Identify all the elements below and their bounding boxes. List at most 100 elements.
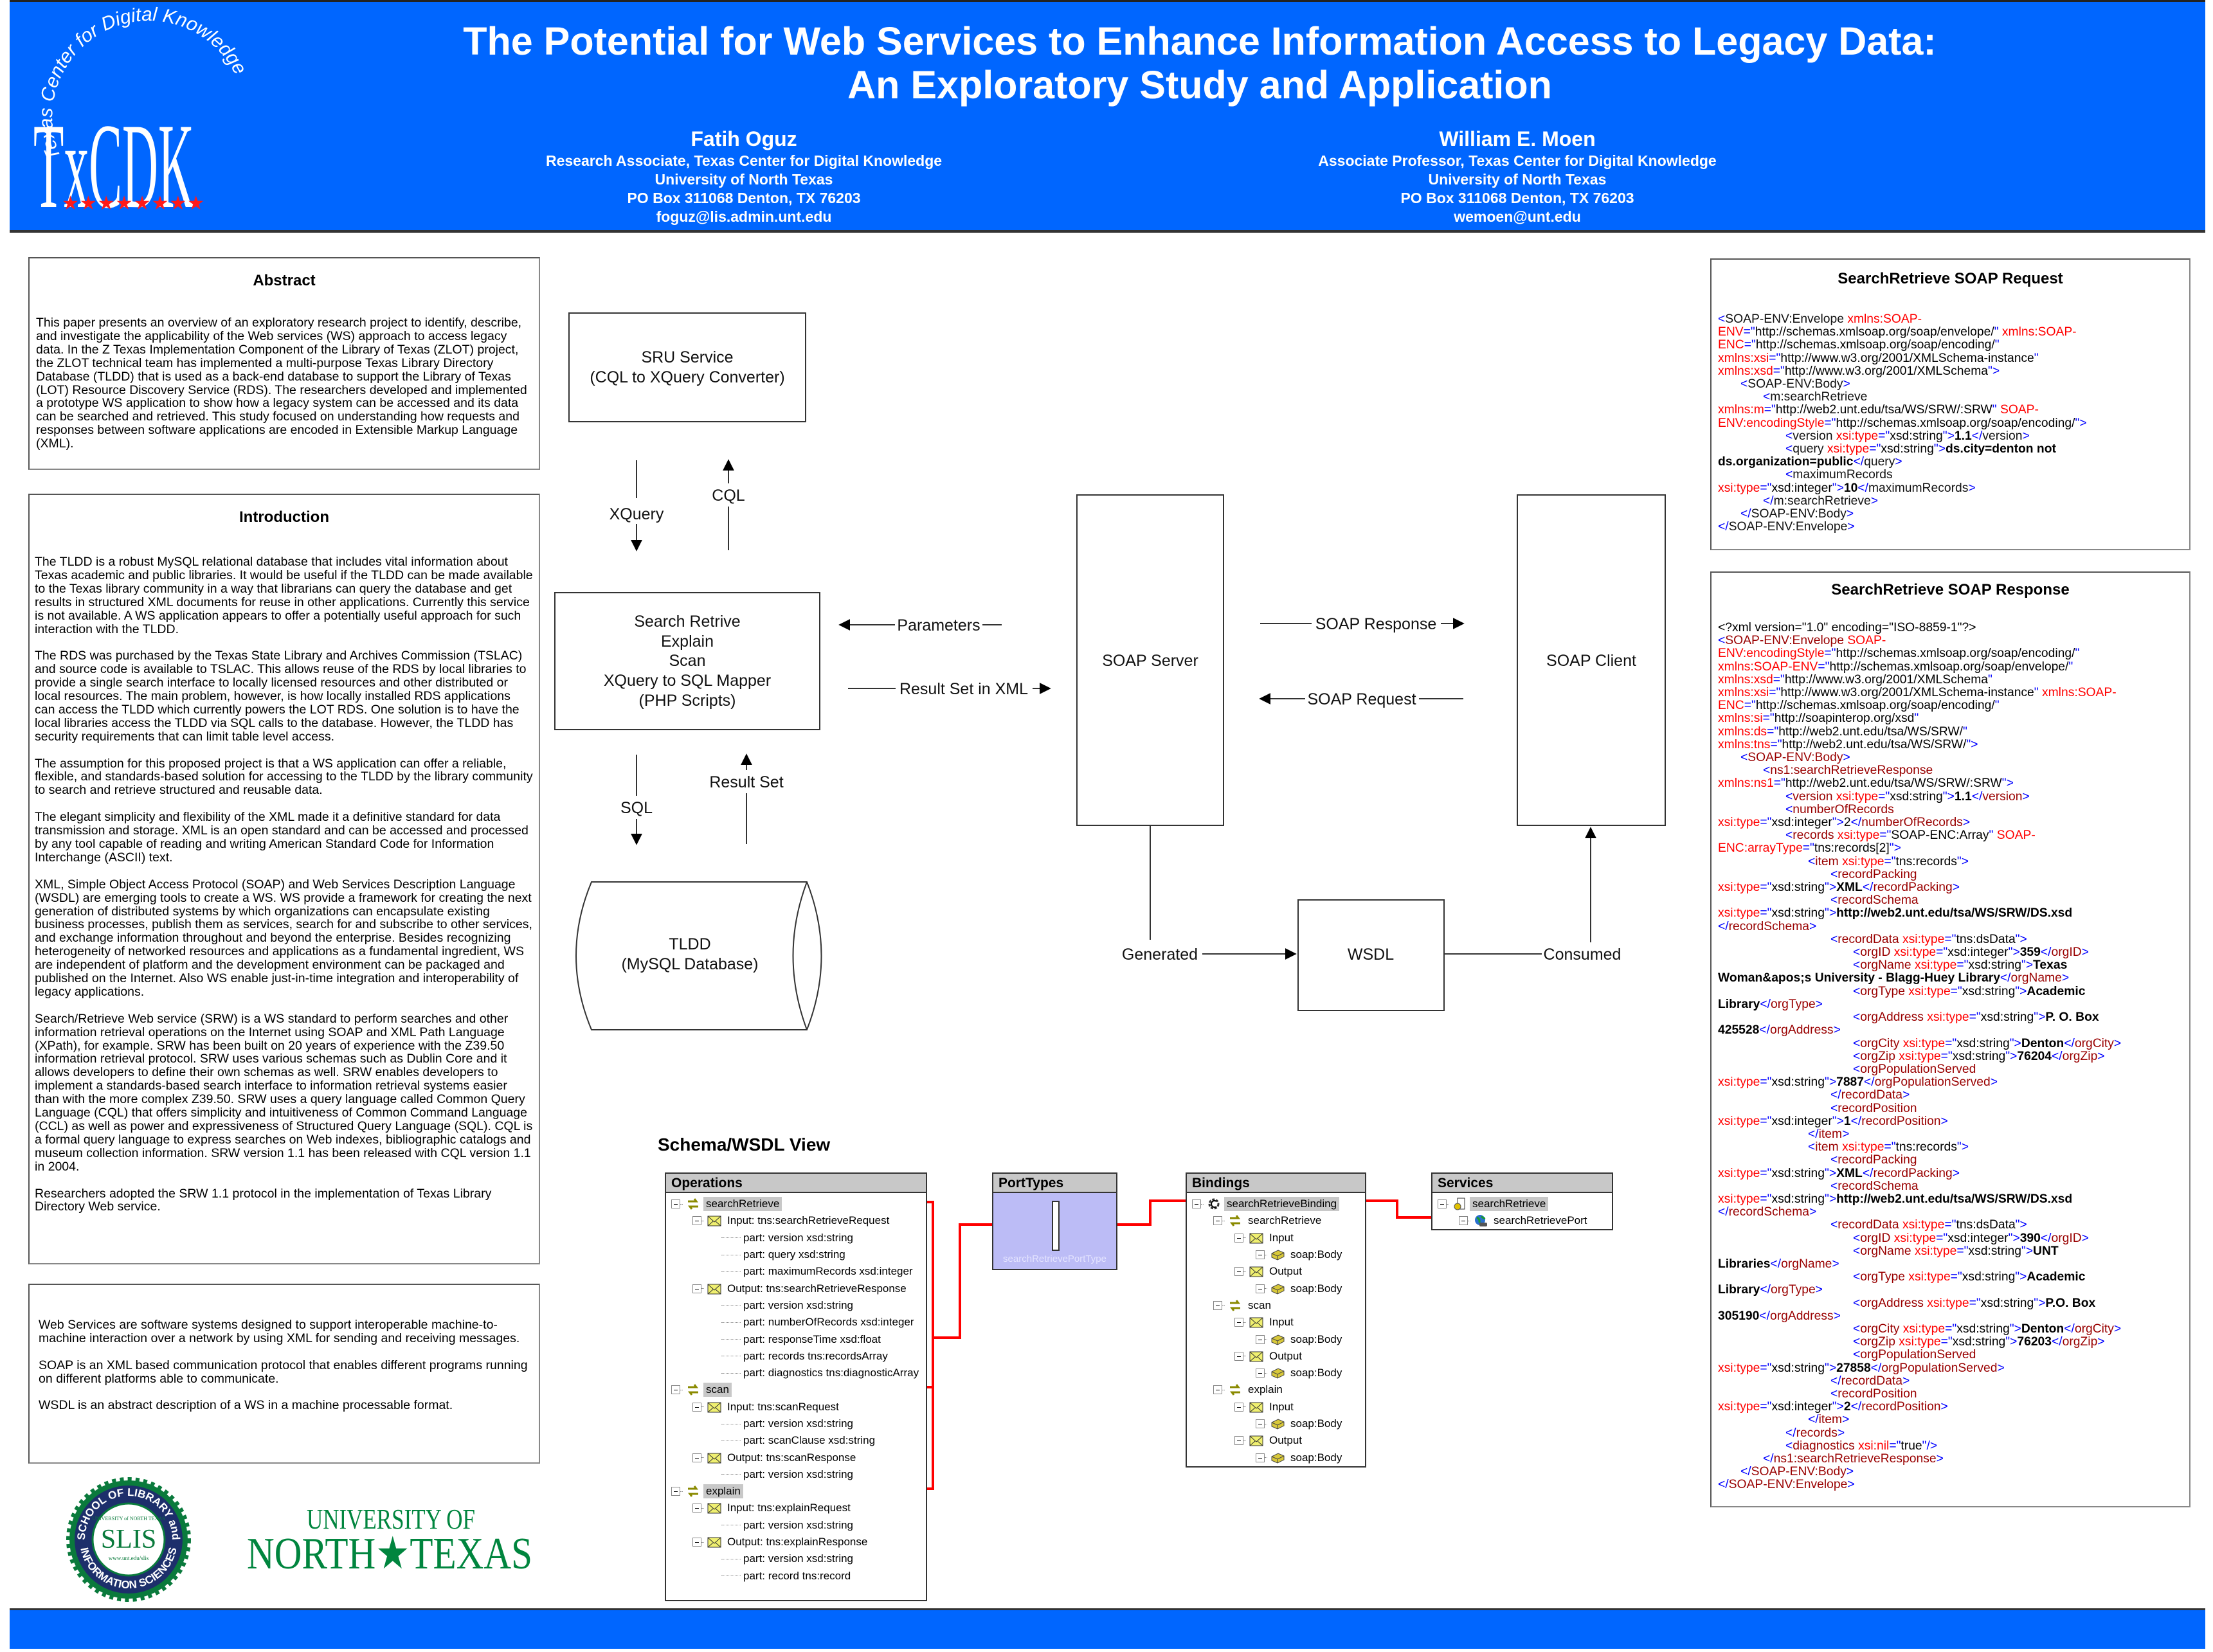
code-token: xsd:string	[1890, 429, 1943, 443]
tree-row[interactable]: part: version xsd:string	[666, 1517, 926, 1534]
collapse-toggle-icon[interactable]	[1234, 1402, 1243, 1412]
tree-row[interactable]: searchRetrieveBinding	[1187, 1196, 1365, 1212]
tree-row[interactable]: part: numberOfRecords xsd:integer	[666, 1314, 926, 1331]
tree-row[interactable]: part: query xsd:string	[666, 1246, 926, 1263]
tree-row[interactable]: Input: tns:explainRequest	[666, 1500, 926, 1516]
poster-title: The Potential for Web Services to Enhanc…	[257, 19, 2142, 107]
collapse-toggle-icon[interactable]	[671, 1199, 680, 1209]
mapper-label: XQuery to SQL Mapper	[604, 672, 771, 690]
tree-row[interactable]: scan	[666, 1381, 926, 1398]
code-token: >	[1847, 520, 1855, 534]
collapse-toggle-icon[interactable]	[1459, 1216, 1468, 1226]
code-line: </recordSchema>	[1718, 920, 2183, 933]
tree-row[interactable]: Output	[1187, 1432, 1365, 1449]
tree-row[interactable]: Output	[1187, 1263, 1365, 1280]
collapse-toggle-icon[interactable]	[692, 1216, 701, 1226]
tree-row[interactable]: Output: tns:searchRetrieveResponse	[666, 1280, 926, 1297]
collapse-toggle-icon[interactable]	[692, 1504, 701, 1513]
code-line: xmlns:m="http://web2.unt.edu/tsa/WS/SRW/…	[1718, 404, 2183, 417]
tree-row[interactable]: part: diagnostics tns:diagnosticArray	[666, 1365, 926, 1381]
tree-row[interactable]: Input: tns:searchRetrieveRequest	[666, 1212, 926, 1229]
collapse-toggle-icon[interactable]	[671, 1487, 680, 1496]
tree-row[interactable]: part: version xsd:string	[666, 1466, 926, 1483]
code-token: xsd:integer	[1947, 1231, 2009, 1245]
collapse-toggle-icon[interactable]	[1234, 1436, 1243, 1446]
collapse-toggle-icon[interactable]	[1192, 1199, 1201, 1209]
collapse-toggle-icon[interactable]	[692, 1402, 701, 1412]
tree-row[interactable]: soap:Body	[1187, 1415, 1365, 1432]
collapse-toggle-icon[interactable]	[1213, 1216, 1222, 1226]
porttype-item[interactable]: searchRetrievePortType	[1003, 1253, 1106, 1264]
code-token: xsd:string	[1962, 984, 2016, 998]
tree-row[interactable]: Output	[1187, 1348, 1365, 1365]
collapse-toggle-icon[interactable]	[1256, 1284, 1265, 1293]
tree-row[interactable]: Output: tns:explainResponse	[666, 1534, 926, 1550]
collapse-toggle-icon[interactable]	[1256, 1419, 1265, 1428]
soap-client-label: SOAP Client	[1546, 652, 1636, 670]
tree-row[interactable]: Input	[1187, 1399, 1365, 1415]
code-token: </	[1763, 494, 1774, 508]
tree-connector	[701, 1507, 704, 1509]
collapse-toggle-icon[interactable]	[692, 1538, 701, 1547]
tree-item-label: Input	[1269, 1316, 1294, 1329]
code-token: </	[1808, 1413, 1819, 1427]
code-token: <	[1830, 1101, 1838, 1115]
tree-row[interactable]: soap:Body	[1187, 1449, 1365, 1466]
collapse-toggle-icon[interactable]	[1256, 1369, 1265, 1378]
tree-row[interactable]: part: scanClause xsd:string	[666, 1432, 926, 1449]
collapse-toggle-icon[interactable]	[1234, 1351, 1243, 1361]
tree-row[interactable]: part: version xsd:string	[666, 1230, 926, 1246]
tree-row[interactable]: soap:Body	[1187, 1331, 1365, 1347]
tree-row[interactable]: searchRetrieve	[1432, 1196, 1612, 1212]
tree-row[interactable]: scan	[1187, 1297, 1365, 1314]
collapse-toggle-icon[interactable]	[1213, 1300, 1222, 1310]
code-token: >	[1962, 816, 1971, 830]
tree-row[interactable]: part: record tns:record	[666, 1568, 926, 1585]
collapse-toggle-icon[interactable]	[692, 1284, 701, 1293]
tree-row[interactable]: soap:Body	[1187, 1246, 1365, 1263]
collapse-toggle-icon[interactable]	[671, 1385, 680, 1395]
collapse-toggle-icon[interactable]	[1256, 1250, 1265, 1260]
tree-row[interactable]: explain	[1187, 1381, 1365, 1398]
collapse-toggle-icon[interactable]	[1256, 1334, 1265, 1344]
message-envelope-icon	[1249, 1401, 1263, 1414]
tree-row[interactable]: searchRetrieve	[1187, 1212, 1365, 1229]
tree-row[interactable]: Input	[1187, 1230, 1365, 1246]
collapse-toggle-icon[interactable]	[1438, 1199, 1447, 1209]
author-email[interactable]: foguz@lis.admin.unt.edu	[656, 208, 832, 225]
code-token: <	[1830, 867, 1838, 881]
code-token: ="	[1760, 881, 1772, 895]
collapse-toggle-icon[interactable]	[1234, 1318, 1243, 1327]
collapse-toggle-icon[interactable]	[1256, 1453, 1265, 1462]
tree-row[interactable]: searchRetrievePort	[1432, 1212, 1612, 1229]
tree-row[interactable]: explain	[666, 1483, 926, 1500]
code-token: http://web2.unt.edu/tsa/WS/SRW/:SRW	[1775, 403, 1992, 417]
tree-row[interactable]: Input: tns:scanRequest	[666, 1399, 926, 1415]
code-line: 425528</orgAddress>	[1718, 1024, 2183, 1037]
tree-connector	[1447, 1203, 1449, 1205]
tree-row[interactable]: part: responseTime xsd:float	[666, 1331, 926, 1347]
code-token: ">	[2075, 416, 2087, 430]
code-token: </	[1870, 1361, 1882, 1375]
tree-row[interactable]: searchRetrieve	[666, 1196, 926, 1212]
tree-row[interactable]: part: version xsd:string	[666, 1550, 926, 1567]
code-token: ="	[1969, 1296, 1981, 1310]
tree-row[interactable]: soap:Body	[1187, 1365, 1365, 1381]
code-line: <version xsi:type="xsd:string">1.1</vers…	[1718, 790, 2183, 804]
collapse-toggle-icon[interactable]	[1234, 1267, 1243, 1277]
collapse-toggle-icon[interactable]	[1234, 1233, 1243, 1243]
collapse-toggle-icon[interactable]	[1213, 1385, 1222, 1395]
tree-row[interactable]: part: version xsd:string	[666, 1297, 926, 1314]
tree-row[interactable]: Input	[1187, 1314, 1365, 1331]
tree-row[interactable]: part: version xsd:string	[666, 1415, 926, 1432]
code-token: xsi:type	[1718, 481, 1760, 495]
author-email[interactable]: wemoen@unt.edu	[1454, 208, 1581, 225]
tree-row[interactable]: soap:Body	[1187, 1280, 1365, 1297]
tree-row[interactable]: Output: tns:scanResponse	[666, 1449, 926, 1466]
collapse-toggle-icon[interactable]	[692, 1453, 701, 1462]
tree-row[interactable]: part: maximumRecords xsd:integer	[666, 1263, 926, 1280]
code-token: >	[1842, 1413, 1850, 1427]
tree-row[interactable]: part: records tns:recordsArray	[666, 1348, 926, 1365]
svg-text:★★★★★★★★: ★★★★★★★★	[62, 193, 205, 214]
code-token: <	[1763, 764, 1771, 778]
